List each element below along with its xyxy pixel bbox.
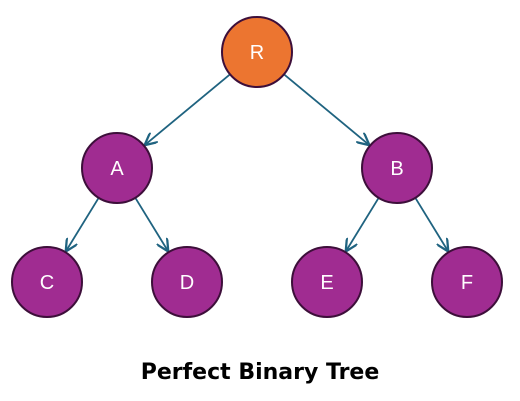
node-label: D [180,272,194,294]
edge-r-a [145,73,231,144]
node-label: C [40,272,54,294]
node-b: B [361,132,433,204]
node-label: R [250,42,264,64]
node-label: A [110,158,124,180]
node-label: F [461,272,473,294]
node-circle [81,132,153,204]
diagram-caption: Perfect Binary Tree [140,360,380,385]
node-d: D [151,246,223,318]
node-label: B [390,158,403,180]
node-circle [431,246,503,318]
node-c: C [11,246,83,318]
tree-nodes: R A B C D E F [11,16,503,318]
node-circle [221,16,293,88]
edge-b-e [346,197,380,251]
node-e: E [291,246,363,318]
edge-a-c [66,197,100,251]
node-r: R [221,16,293,88]
edge-b-f [414,197,447,251]
edge-r-b [283,73,369,144]
node-circle [291,246,363,318]
node-f: F [431,246,503,318]
edge-a-d [134,197,167,251]
node-label: E [320,272,333,294]
node-a: A [81,132,153,204]
tree-edges [66,73,447,251]
node-circle [11,246,83,318]
node-circle [151,246,223,318]
node-circle [361,132,433,204]
